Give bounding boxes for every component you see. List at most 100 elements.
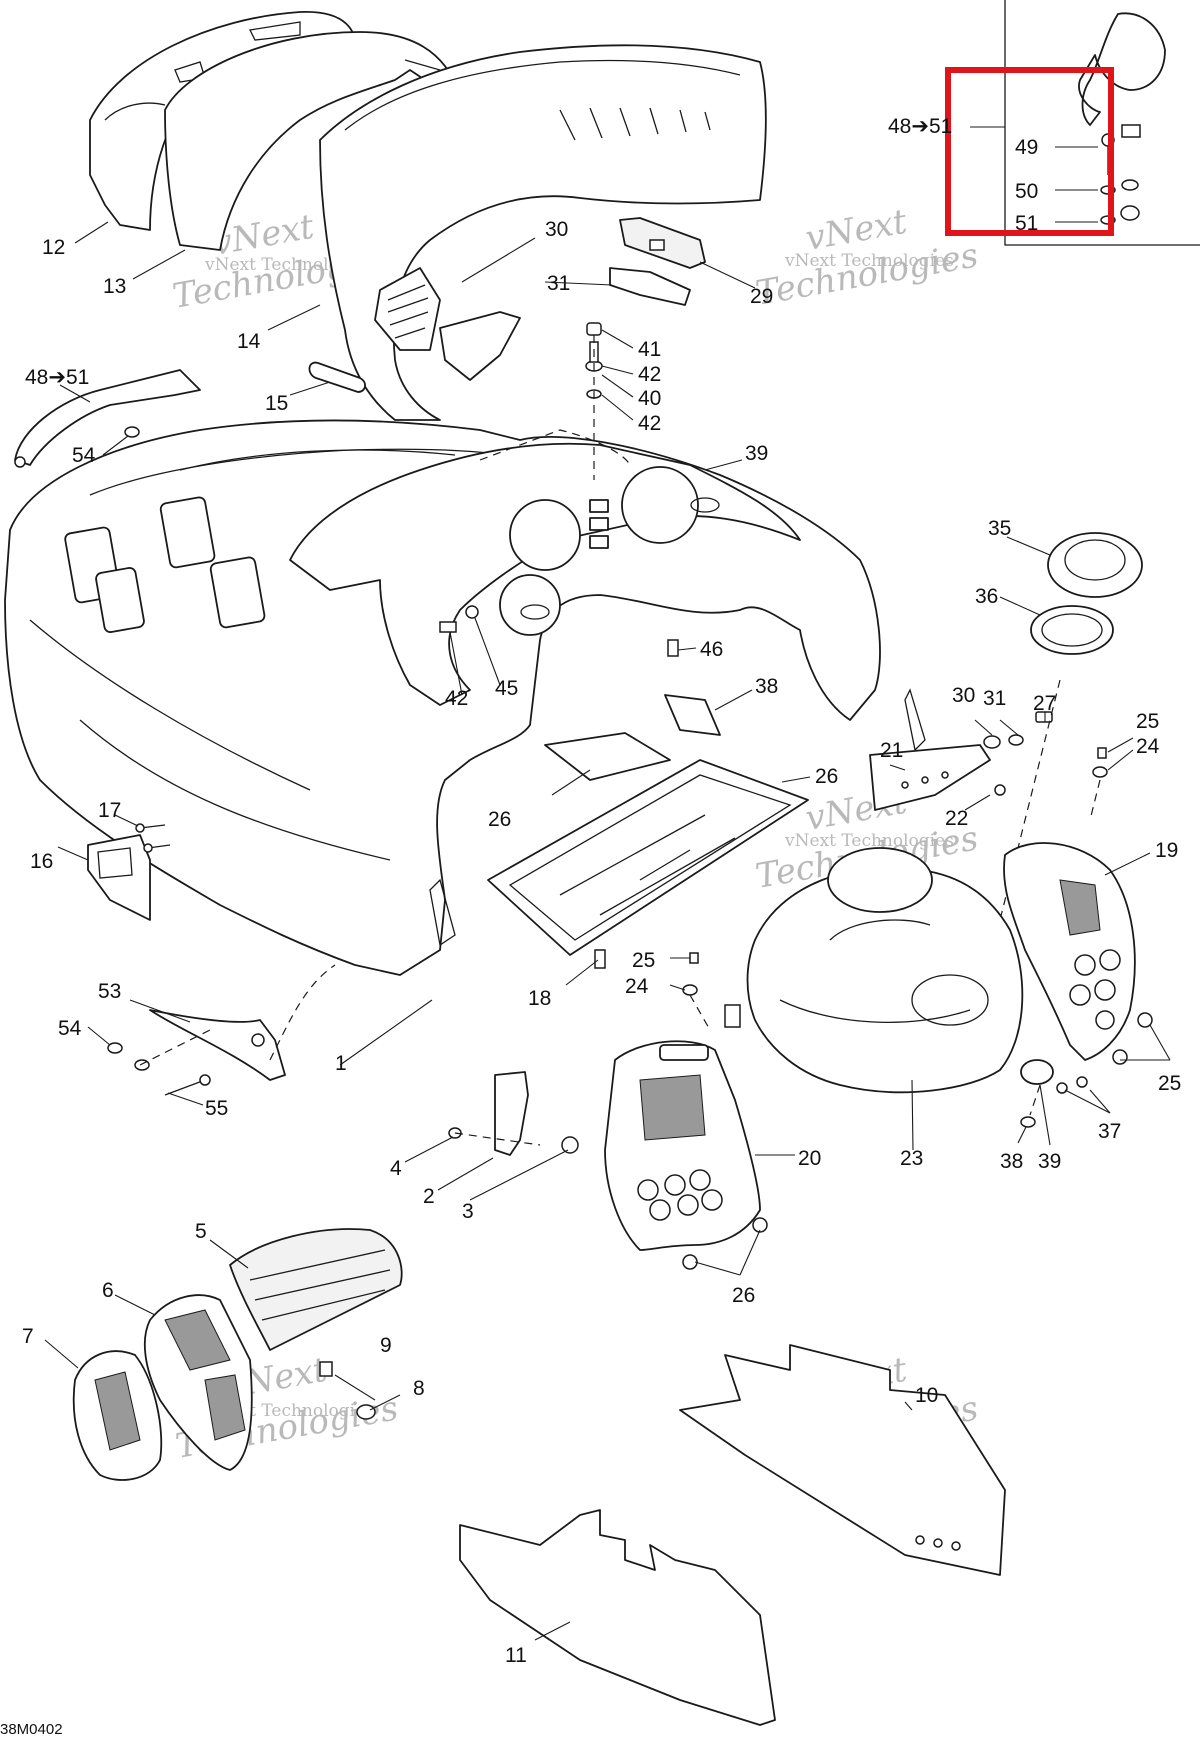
callout-3: 3 bbox=[462, 1200, 474, 1223]
part-21-bracket bbox=[869, 744, 991, 811]
callout-15: 15 bbox=[265, 392, 288, 415]
inset-48-51 bbox=[945, 0, 1200, 246]
callout-41: 38 bbox=[755, 675, 778, 698]
part-19-side-panel-right bbox=[1003, 842, 1153, 1065]
callout-40: 39 bbox=[745, 442, 768, 465]
hardware-37-39 bbox=[1020, 1059, 1088, 1128]
hardware-24-25-middle bbox=[682, 952, 699, 996]
part-28-pad bbox=[544, 732, 671, 781]
part-53-plate bbox=[149, 1009, 286, 1081]
part-33-vent bbox=[374, 267, 441, 351]
callout-27: 26 bbox=[815, 765, 838, 788]
callout-11: 11 bbox=[505, 1644, 527, 1667]
callout-52: 48➔51 bbox=[25, 366, 89, 389]
callout-38: 38 bbox=[1000, 1150, 1023, 1173]
callout-37-final: 37 bbox=[1098, 1120, 1121, 1143]
callout-22: 22 bbox=[945, 807, 968, 830]
callout-33: 30 bbox=[545, 218, 568, 241]
part-52-handle bbox=[14, 369, 201, 468]
hardware-44-45 bbox=[585, 322, 603, 480]
callout-34: 31 bbox=[547, 272, 570, 295]
part-36-gasket bbox=[989, 605, 1114, 961]
part-54-nut-top bbox=[124, 426, 140, 438]
callout-5: 5 bbox=[195, 1220, 207, 1243]
part-2-clip bbox=[448, 1071, 579, 1156]
callout-48-51-final: 48➔51 bbox=[888, 115, 952, 138]
part-7-grille bbox=[72, 1350, 163, 1481]
callout-25-right: 25 bbox=[1136, 710, 1159, 733]
hardware-42-46 bbox=[439, 605, 479, 633]
callout-25-middle: 25 bbox=[632, 949, 655, 972]
callout-45: 42 bbox=[638, 412, 661, 435]
hardware-24-25-right bbox=[1089, 747, 1108, 821]
callout-13: 13 bbox=[103, 275, 126, 298]
callout-53: 53 bbox=[98, 980, 121, 1003]
part-32-mount bbox=[619, 217, 706, 269]
callout-7: 7 bbox=[22, 1325, 34, 1348]
part-41-strip bbox=[664, 694, 721, 736]
callout-29: 27 bbox=[1033, 692, 1056, 715]
callout-8: 8 bbox=[413, 1377, 425, 1400]
part-20-side-panel-left bbox=[604, 1040, 768, 1270]
part-10-insulation bbox=[679, 1344, 1006, 1576]
callout-32: 29 bbox=[750, 285, 773, 308]
hardware-54-55 bbox=[107, 1042, 211, 1096]
part-11-insulation bbox=[459, 1509, 776, 1726]
part-40-dashboard bbox=[289, 429, 801, 706]
callout-12: 12 bbox=[42, 236, 65, 259]
leader-lines bbox=[44, 126, 1171, 1641]
callout-20: 20 bbox=[798, 1147, 821, 1170]
hardware-29-31 bbox=[983, 711, 1053, 749]
callout-31-final: 31 bbox=[983, 687, 1006, 710]
callout-16: 16 bbox=[30, 850, 53, 873]
drawing-code: 38M0402 bbox=[0, 1721, 63, 1738]
callout-30-final: 30 bbox=[952, 684, 975, 707]
callout-54-bottom: 54 bbox=[58, 1017, 82, 1040]
callout-18: 18 bbox=[528, 987, 551, 1010]
callout-labels: 12 13 14 15 30 31 29 48➔51 54 41 42 40 4… bbox=[0, 115, 1181, 1738]
callout-1: 1 bbox=[335, 1052, 347, 1075]
callout-9: 9 bbox=[380, 1334, 392, 1357]
callout-43: 40 bbox=[638, 387, 661, 410]
callout-2: 2 bbox=[423, 1185, 435, 1208]
callout-42-bottom: 42 bbox=[445, 687, 468, 710]
callout-6: 6 bbox=[102, 1279, 114, 1302]
part-15-grip bbox=[308, 361, 366, 393]
hardware-47 bbox=[667, 639, 679, 657]
callout-54-top: 54 bbox=[72, 444, 96, 467]
callout-36: 36 bbox=[975, 585, 998, 608]
watermark-line: vNext Technologies bbox=[784, 251, 954, 271]
assembly-guides bbox=[139, 964, 1041, 1146]
callout-23: 23 bbox=[900, 1147, 923, 1170]
callout-51: 51 bbox=[1015, 212, 1038, 235]
callout-26-right: 25 bbox=[1158, 1072, 1181, 1095]
hardware-22 bbox=[994, 784, 1006, 796]
callout-35: 35 bbox=[988, 517, 1011, 540]
callout-47: 46 bbox=[700, 638, 723, 661]
part-16-bracket bbox=[87, 834, 151, 921]
callout-4: 4 bbox=[390, 1157, 402, 1180]
callout-44: 41 bbox=[638, 338, 661, 361]
callout-28: 26 bbox=[488, 808, 511, 831]
part-27-tray bbox=[487, 759, 809, 956]
hardware-18 bbox=[594, 949, 606, 969]
highlight-box bbox=[945, 67, 1114, 236]
callout-39: 39 bbox=[1038, 1150, 1061, 1173]
callout-50: 50 bbox=[1015, 180, 1038, 203]
callout-21: 21 bbox=[880, 739, 903, 762]
callout-17: 17 bbox=[98, 799, 121, 822]
part-6-grille bbox=[143, 1294, 253, 1471]
callout-55: 55 bbox=[205, 1097, 228, 1120]
part-23-fuel-tank bbox=[724, 847, 1024, 1094]
callout-24-middle: 24 bbox=[625, 975, 649, 998]
callout-46: 45 bbox=[495, 677, 518, 700]
part-5-grille bbox=[229, 1228, 403, 1351]
callout-26-left: 26 bbox=[732, 1284, 755, 1307]
callout-24-right: 24 bbox=[1136, 735, 1160, 758]
callout-42-top: 42 bbox=[638, 363, 661, 386]
part-14-windshield-rear bbox=[319, 44, 767, 421]
callout-10: 10 bbox=[915, 1384, 938, 1407]
watermark-line: vNext Technologies bbox=[784, 831, 954, 851]
callout-14: 14 bbox=[237, 330, 261, 353]
